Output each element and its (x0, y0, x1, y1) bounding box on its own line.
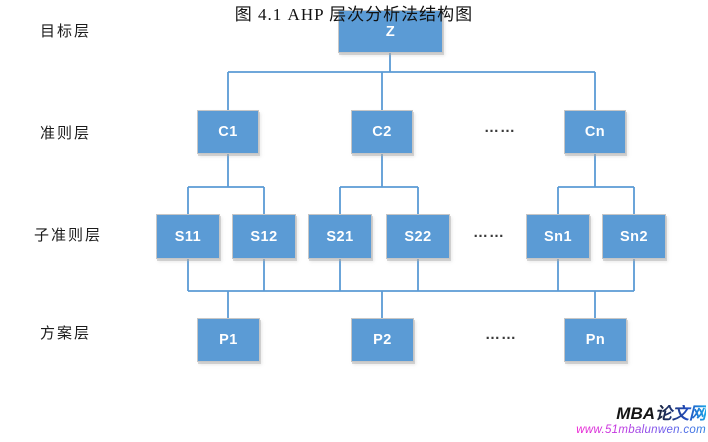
node-s21: S21 (308, 214, 372, 259)
node-sn1: Sn1 (526, 214, 590, 259)
node-p2: P2 (351, 318, 414, 362)
ellipsis-subcriteria: …… (473, 224, 505, 241)
node-z: Z (338, 10, 443, 53)
node-c1: C1 (197, 110, 259, 154)
node-pn: Pn (564, 318, 627, 362)
figure-caption: 图 4.1 AHP 层次分析法结构图 (234, 5, 474, 24)
connector-subcriteria-to-alternative (187, 259, 635, 318)
ellipsis-criteria: …… (484, 119, 516, 136)
layer-label-alternative: 方案层 (40, 326, 92, 342)
node-s12: S12 (232, 214, 296, 259)
layer-label-subcriteria: 子准则层 (34, 228, 103, 244)
node-s22: S22 (386, 214, 450, 259)
ellipsis-alternative: …… (485, 326, 517, 343)
node-cn: Cn (564, 110, 626, 154)
watermark-site-url: www.51mbalunwen.com (576, 423, 706, 436)
watermark: MBA论文网 www.51mbalunwen.com (576, 404, 706, 436)
connector-goal-to-criteria (227, 53, 596, 110)
node-c2: C2 (351, 110, 413, 154)
node-sn2: Sn2 (602, 214, 666, 259)
node-p1: P1 (197, 318, 260, 362)
layer-label-criteria: 准则层 (40, 126, 92, 142)
watermark-site-name: MBA论文网 (576, 404, 706, 424)
layer-label-goal: 目标层 (40, 24, 92, 40)
connector-criteria-to-subcriteria (187, 154, 635, 214)
node-s11: S11 (156, 214, 220, 259)
